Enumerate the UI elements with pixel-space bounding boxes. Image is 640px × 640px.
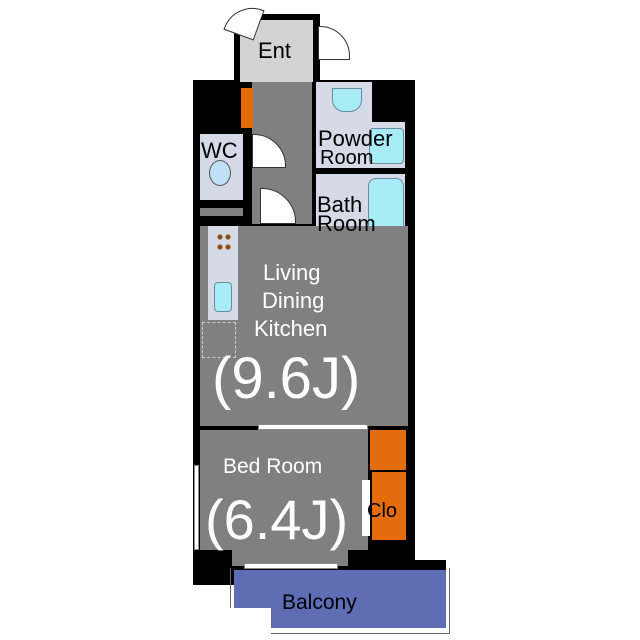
room-label-bed-room: Bed Room — [223, 455, 323, 478]
bed-room-floor — [200, 430, 368, 550]
washbasin-icon — [332, 88, 362, 112]
toilet-icon — [209, 160, 231, 186]
room-label-powder-room-1: Powder — [318, 126, 393, 151]
room-label-wc: WC — [201, 138, 238, 163]
fridge-space — [202, 322, 236, 358]
washing-machine-icon — [369, 128, 404, 164]
room-label-ldk-3: Kitchen — [254, 316, 328, 341]
sink-icon — [214, 282, 232, 312]
bed-room-size: (6.4J) — [205, 488, 349, 551]
ldk-window — [258, 424, 368, 430]
room-label-ldk-2: Dining — [262, 288, 325, 313]
closet-door[interactable] — [362, 480, 370, 536]
room-label-bath-room-2: Room — [317, 211, 376, 236]
room-label-bath-room-1: Bath — [317, 192, 363, 217]
side-window — [194, 465, 199, 550]
bed-room-window — [244, 563, 338, 569]
bed-room-floor — [232, 540, 348, 566]
room-label-closet: Clo — [367, 500, 398, 522]
ldk-size: (9.6J) — [212, 346, 361, 411]
room-label-ldk-1: Living — [263, 260, 321, 285]
wc-shelf — [200, 208, 243, 216]
stove-icon — [216, 232, 232, 252]
shoe-storage — [241, 88, 253, 128]
closet-door-ent[interactable] — [318, 26, 350, 60]
balcony-outline — [230, 568, 450, 634]
room-label-powder-room-2: Room — [320, 147, 374, 169]
closet — [372, 472, 406, 540]
storage — [370, 430, 406, 470]
room-label-entrance: Ent — [258, 38, 292, 63]
room-label-balcony: Balcony — [282, 591, 357, 614]
balcony-notch — [229, 608, 271, 640]
